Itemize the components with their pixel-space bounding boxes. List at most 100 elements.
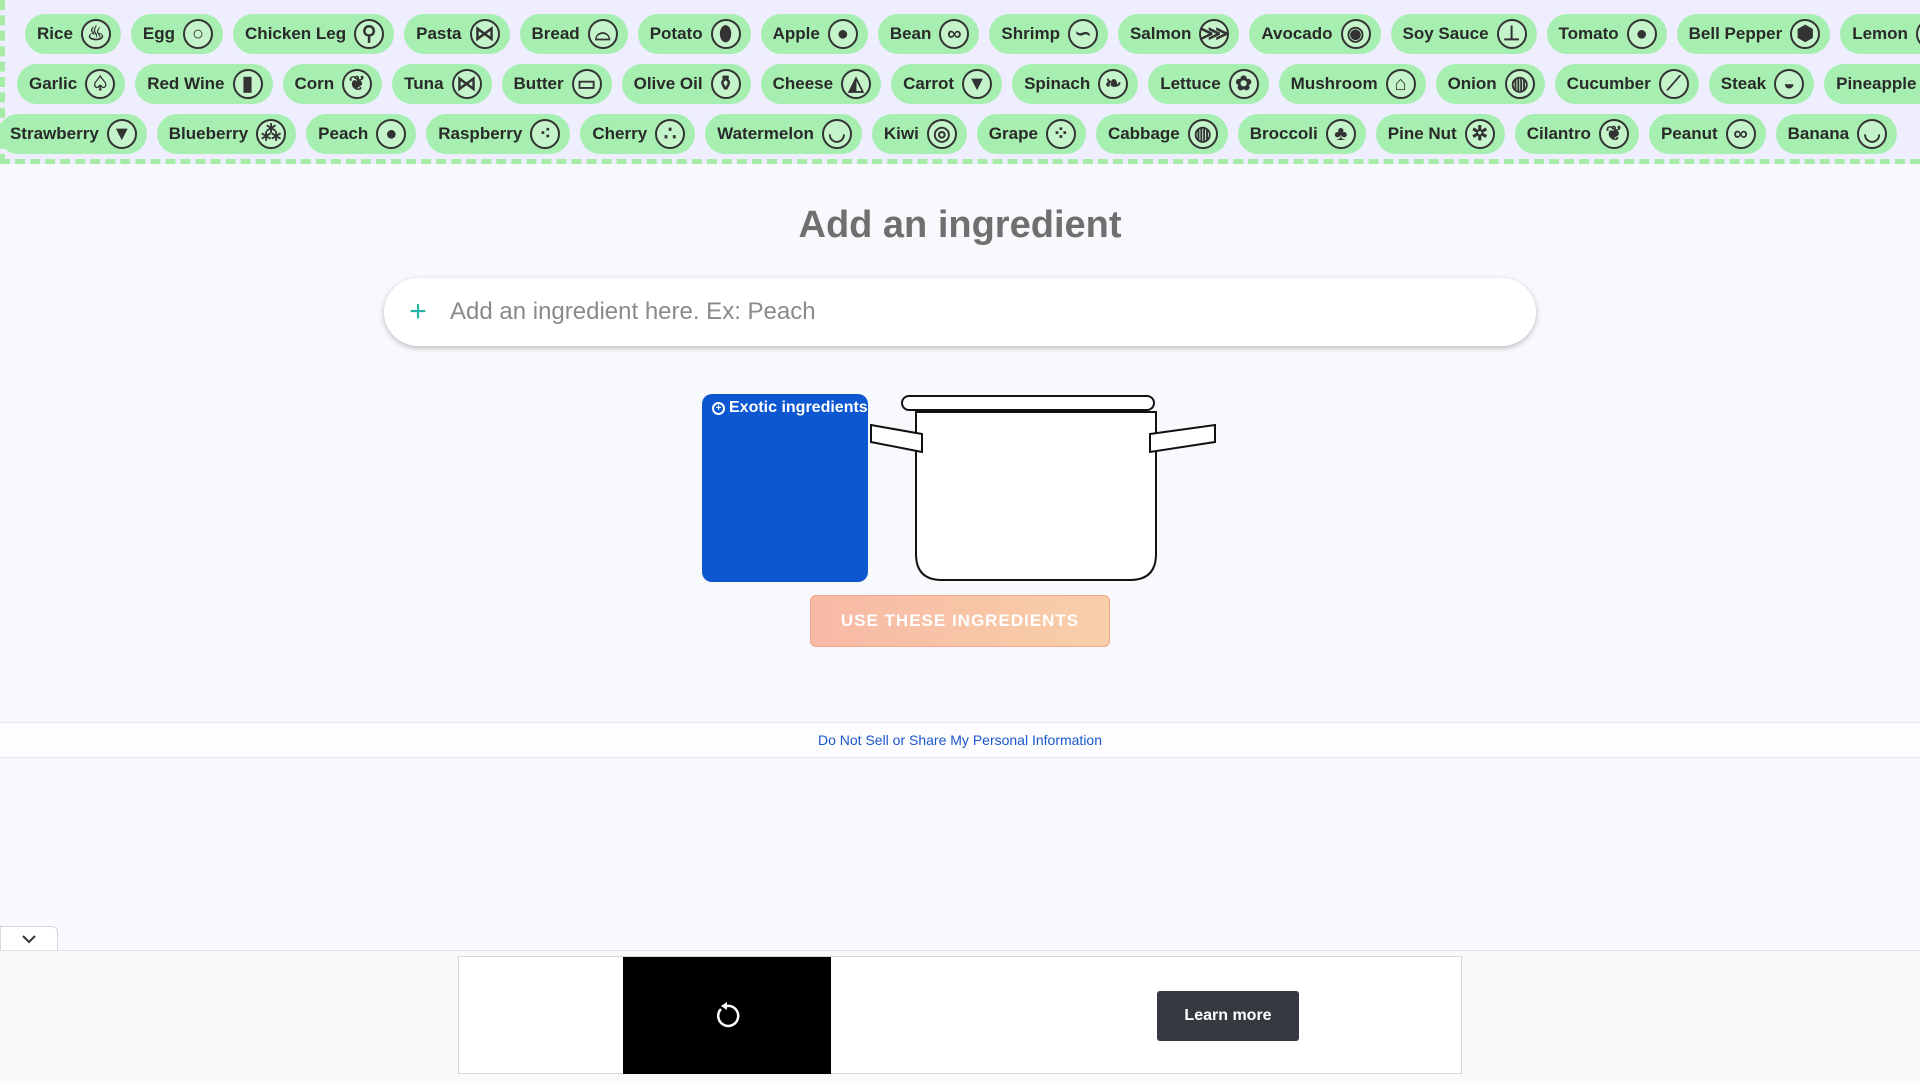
chevron-down-icon xyxy=(22,935,36,944)
ingredient-chip-onion[interactable]: Onion◍ xyxy=(1435,64,1545,104)
ingredient-chip-label: Broccoli xyxy=(1249,124,1318,143)
ingredient-chip-apple[interactable]: Apple ● xyxy=(760,14,868,54)
ingredient-chip-label: Olive Oil xyxy=(633,74,703,93)
ingredient-chip-broccoli[interactable]: Broccoli ♣ xyxy=(1237,114,1366,154)
ingredient-chip-label: Bell Pepper xyxy=(1688,24,1783,43)
ingredient-chip-label: Lemon xyxy=(1852,24,1908,43)
ingredient-chip-label: Banana xyxy=(1787,124,1850,143)
exotic-ingredients-toggle[interactable]: + Exotic ingredients xyxy=(702,394,868,417)
ingredient-chip-cheese[interactable]: Cheese◭ xyxy=(760,64,882,104)
ingredient-chip-label: Apple xyxy=(772,24,820,43)
bell-pepper-icon: ⬢ xyxy=(1790,19,1821,49)
collapse-ad-button[interactable] xyxy=(0,926,58,951)
red-wine-icon: ▮ xyxy=(232,69,263,99)
cabbage-icon: ◍ xyxy=(1187,119,1218,149)
ingredient-chip-kiwi[interactable]: Kiwi◎ xyxy=(871,114,967,154)
ingredient-tray: Rice♨Egg○Chicken Leg⚲Pasta⋈Bread⌓Potato⬮… xyxy=(0,0,1920,164)
ingredient-chip-label: Shrimp xyxy=(1001,24,1060,43)
ingredient-chip-cucumber[interactable]: Cucumber ⟋ xyxy=(1554,64,1699,104)
ingredient-chip-olive-oil[interactable]: Olive Oil⚱ xyxy=(621,64,751,104)
ingredient-chip-pine-nut[interactable]: Pine Nut✲ xyxy=(1375,114,1505,154)
replay-icon[interactable] xyxy=(712,1001,742,1031)
ingredient-chip-egg[interactable]: Egg○ xyxy=(130,14,224,54)
cherry-icon: ∴ xyxy=(655,119,686,149)
ingredient-chip-label: Lettuce xyxy=(1160,74,1221,93)
pot-lid xyxy=(901,395,1155,411)
ingredient-chip-label: Blueberry xyxy=(168,124,249,143)
banana-icon: ◡ xyxy=(1857,119,1888,149)
ingredient-chip-label: Grape xyxy=(988,124,1038,143)
ingredient-chip-raspberry[interactable]: Raspberry⁖ xyxy=(426,114,571,154)
ingredient-chip-pasta[interactable]: Pasta⋈ xyxy=(404,14,510,54)
bean-icon: ∞ xyxy=(939,19,970,49)
bread-icon: ⌓ xyxy=(587,19,618,49)
ingredient-chip-potato[interactable]: Potato⬮ xyxy=(637,14,751,54)
raspberry-icon: ⁖ xyxy=(530,119,561,149)
ingredient-chip-banana[interactable]: Banana ◡ xyxy=(1775,114,1898,154)
ingredient-chip-bean[interactable]: Bean∞ xyxy=(877,14,980,54)
ingredient-chip-label: Kiwi xyxy=(883,124,919,143)
ingredient-chip-butter[interactable]: Butter▭ xyxy=(501,64,612,104)
rice-bowl-icon: ♨ xyxy=(80,19,111,49)
ingredient-chip-peach[interactable]: Peach ● xyxy=(306,114,417,154)
ingredient-chip-tomato[interactable]: Tomato● xyxy=(1546,14,1667,54)
ad-video[interactable] xyxy=(623,957,831,1074)
ingredient-chip-chicken-leg[interactable]: Chicken Leg⚲ xyxy=(233,14,395,54)
ingredient-chip-label: Watermelon xyxy=(717,124,814,143)
ingredient-chip-label: Cilantro xyxy=(1526,124,1591,143)
ingredient-chip-lemon[interactable]: Lemon◖ xyxy=(1840,14,1920,54)
ingredient-chip-label: Mushroom xyxy=(1290,74,1378,93)
ingredient-chip-tuna[interactable]: Tuna⋈ xyxy=(392,64,492,104)
peach-icon: ● xyxy=(376,119,407,149)
ingredient-chip-steak[interactable]: Steak◒ xyxy=(1708,64,1815,104)
ingredient-chip-grape[interactable]: Grape ⁘ xyxy=(976,114,1086,154)
ingredient-chip-cabbage[interactable]: Cabbage◍ xyxy=(1095,114,1228,154)
ingredient-chip-avocado[interactable]: Avocado◉ xyxy=(1249,14,1381,54)
ingredient-chip-shrimp[interactable]: Shrimp∽ xyxy=(989,14,1108,54)
ingredient-chip-lettuce[interactable]: Lettuce✿ xyxy=(1148,64,1269,104)
ingredient-search-bar[interactable]: + xyxy=(384,278,1536,346)
ad-banner: Learn more xyxy=(458,956,1462,1074)
ingredient-chip-label: Cheese xyxy=(772,74,834,93)
ingredient-chip-label: Peach xyxy=(318,124,369,143)
exotic-ingredients-label: Exotic ingredients xyxy=(729,399,868,416)
broccoli-icon: ♣ xyxy=(1325,119,1356,149)
ingredient-chip-mushroom[interactable]: Mushroom ⌂ xyxy=(1278,64,1426,104)
blueberry-icon: ⁂ xyxy=(256,119,287,149)
grape-icon: ⁘ xyxy=(1045,119,1076,149)
ingredient-chip-cherry[interactable]: Cherry∴ xyxy=(580,114,696,154)
mushroom-icon: ⌂ xyxy=(1385,69,1416,99)
ingredient-chip-spinach[interactable]: Spinach❧ xyxy=(1012,64,1139,104)
cooking-pot-illustration xyxy=(870,395,1216,581)
ingredient-chip-garlic[interactable]: Garlic♤ xyxy=(17,64,126,104)
avocado-icon: ◉ xyxy=(1340,19,1371,49)
use-ingredients-button[interactable]: USE THESE INGREDIENTS xyxy=(810,595,1110,647)
ingredient-chip-label: Cucumber xyxy=(1566,74,1651,93)
ingredient-chip-cilantro[interactable]: Cilantro❦ xyxy=(1514,114,1639,154)
ingredient-chip-soy-sauce[interactable]: Soy Sauce⊥ xyxy=(1390,14,1537,54)
cucumber-icon: ⟋ xyxy=(1658,69,1689,99)
ingredient-chip-label: Corn xyxy=(294,74,335,93)
ingredient-chip-red-wine[interactable]: Red Wine▮ xyxy=(135,64,273,104)
ingredient-chip-carrot[interactable]: Carrot▼ xyxy=(891,64,1003,104)
ingredient-chip-label: Spinach xyxy=(1024,74,1091,93)
ingredient-chip-bell-pepper[interactable]: Bell Pepper ⬢ xyxy=(1676,14,1831,54)
ingredient-chip-pineapple[interactable]: Pineapple⬡ xyxy=(1824,64,1920,104)
ingredient-chip-rice[interactable]: Rice♨ xyxy=(25,14,121,54)
do-not-sell-link[interactable]: Do Not Sell or Share My Personal Informa… xyxy=(817,732,1102,748)
ingredient-chip-blueberry[interactable]: Blueberry ⁂ xyxy=(156,114,297,154)
ingredient-chip-strawberry[interactable]: Strawberry▼ xyxy=(0,114,147,154)
ingredient-chip-watermelon[interactable]: Watermelon◡ xyxy=(705,114,862,154)
ingredient-input[interactable] xyxy=(448,297,1536,327)
apple-icon: ● xyxy=(827,19,858,49)
ingredient-chip-bread[interactable]: Bread⌓ xyxy=(519,14,628,54)
tomato-icon: ● xyxy=(1626,19,1657,49)
ingredient-chip-label: Strawberry xyxy=(9,124,99,143)
tuna-icon: ⋈ xyxy=(451,69,482,99)
exotic-ingredients-panel[interactable]: + Exotic ingredients xyxy=(702,394,868,582)
ingredient-chip-label: Salmon xyxy=(1129,24,1192,43)
ingredient-chip-corn[interactable]: Corn❦ xyxy=(282,64,383,104)
ingredient-chip-peanut[interactable]: Peanut∞ xyxy=(1648,114,1766,154)
ingredient-chip-salmon[interactable]: Salmon⋙ xyxy=(1117,14,1240,54)
learn-more-button[interactable]: Learn more xyxy=(1157,991,1299,1041)
